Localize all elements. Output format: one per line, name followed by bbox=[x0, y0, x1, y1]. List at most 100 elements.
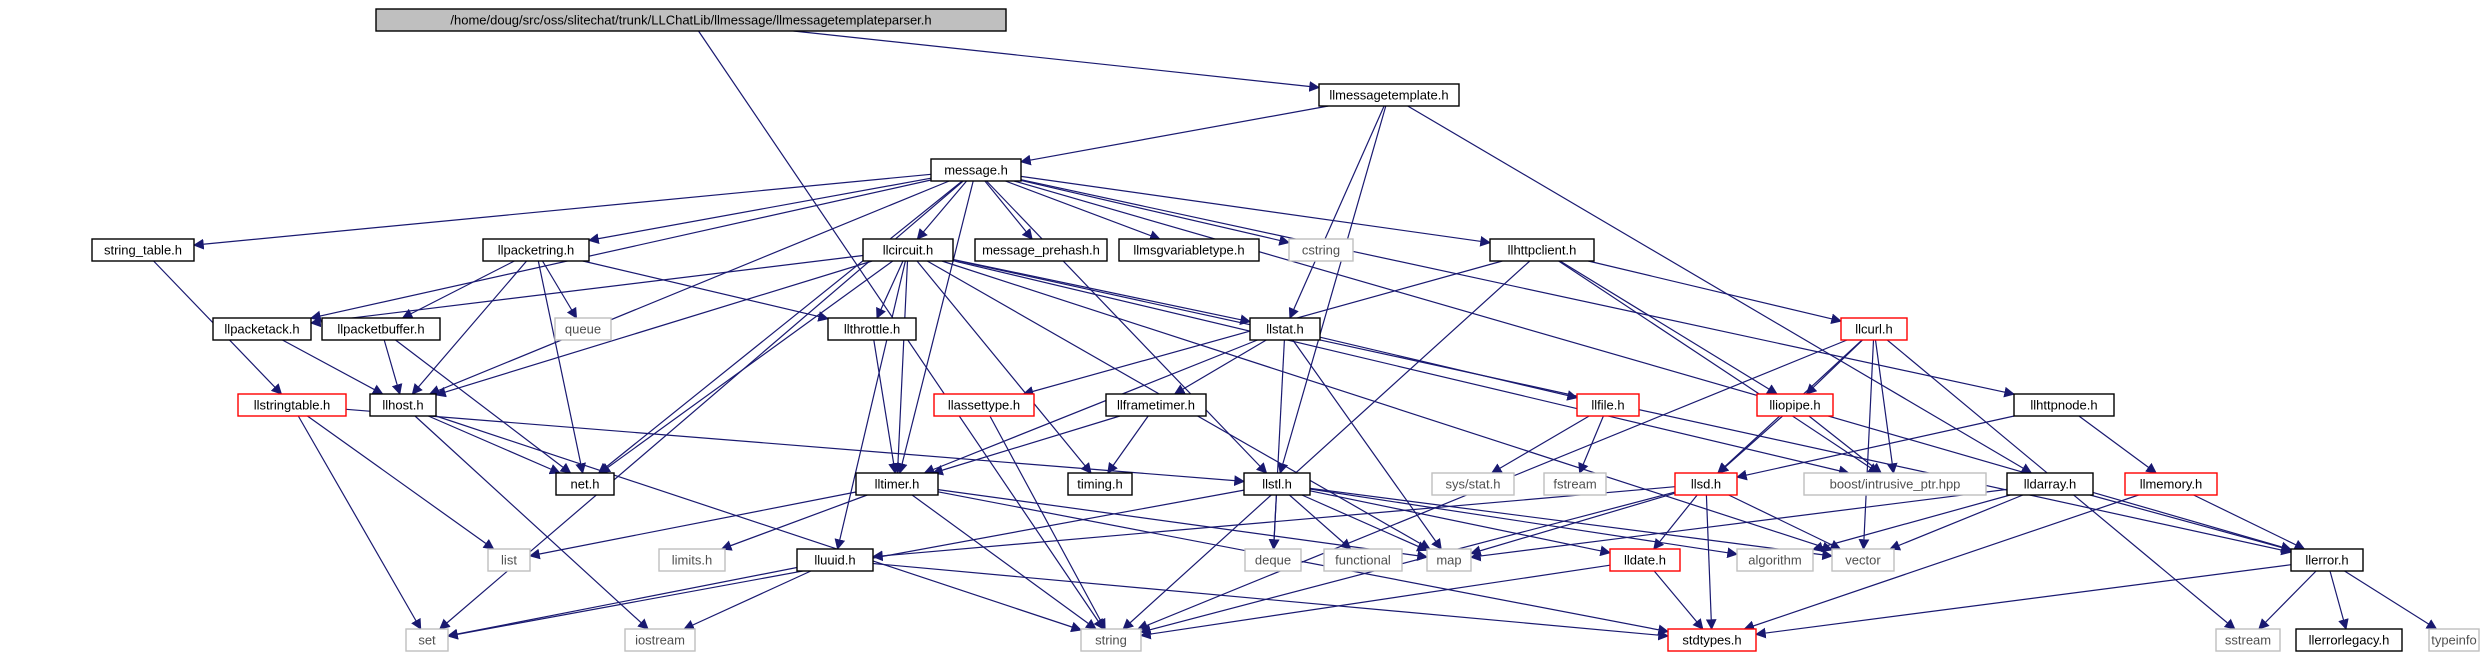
node-map[interactable]: map bbox=[1426, 548, 1472, 572]
node-label-map: map bbox=[1436, 553, 1461, 568]
node-fstream[interactable]: fstream bbox=[1543, 472, 1607, 496]
node-box-llsd bbox=[1674, 472, 1738, 496]
edge-lldarray-to-llerror bbox=[2089, 494, 2293, 553]
edge-llfile-to-sysstat bbox=[1490, 415, 1590, 474]
node-iostream[interactable]: iostream bbox=[624, 628, 696, 652]
node-llstringtable[interactable]: llstringtable.h bbox=[237, 393, 347, 417]
node-stdtypes[interactable]: stdtypes.h bbox=[1667, 628, 1757, 652]
node-label-set: set bbox=[418, 633, 436, 648]
node-root[interactable]: /home/doug/src/oss/slitechat/trunk/LLCha… bbox=[375, 8, 1007, 32]
node-llthrottle[interactable]: llthrottle.h bbox=[827, 317, 917, 341]
node-llframetimer[interactable]: llframetimer.h bbox=[1105, 393, 1207, 417]
node-llfile[interactable]: llfile.h bbox=[1576, 393, 1640, 417]
node-llmessagetemplate[interactable]: llmessagetemplate.h bbox=[1318, 83, 1460, 107]
node-deque[interactable]: deque bbox=[1244, 548, 1302, 572]
node-llhttpnode[interactable]: llhttpnode.h bbox=[2013, 393, 2115, 417]
node-llpacketack[interactable]: llpacketack.h bbox=[212, 317, 312, 341]
node-lliopipe[interactable]: lliopipe.h bbox=[1756, 393, 1834, 417]
edge-llerrorsys-to-map bbox=[937, 489, 1429, 562]
node-algorithm[interactable]: algorithm bbox=[1736, 548, 1814, 572]
node-sstream[interactable]: sstream bbox=[2215, 628, 2281, 652]
node-sysstat[interactable]: sys/stat.h bbox=[1431, 472, 1515, 496]
node-string_table[interactable]: string_table.h bbox=[91, 238, 195, 262]
node-box-message_prehash bbox=[974, 238, 1108, 262]
node-box-llpacketring bbox=[482, 238, 590, 262]
node-llhost[interactable]: llhost.h bbox=[369, 393, 437, 417]
node-box-llerrorsys bbox=[855, 472, 939, 496]
node-set[interactable]: set bbox=[405, 628, 449, 652]
node-timing[interactable]: timing.h bbox=[1067, 472, 1133, 496]
node-label-cstring: cstring bbox=[1302, 243, 1340, 258]
node-label-timing: timing.h bbox=[1077, 477, 1123, 492]
edge-llstringtable-to-list bbox=[307, 415, 495, 550]
node-llcurl[interactable]: llcurl.h bbox=[1840, 317, 1908, 341]
node-box-llstringtable bbox=[237, 393, 347, 417]
node-label-lliopipe: lliopipe.h bbox=[1769, 398, 1820, 413]
node-llstat[interactable]: llstat.h bbox=[1249, 317, 1321, 341]
node-llpacketring[interactable]: llpacketring.h bbox=[482, 238, 590, 262]
edge-llcurl-to-vector bbox=[1858, 339, 1875, 551]
edge-llhost-to-iostream bbox=[414, 415, 649, 630]
node-llerrorsys[interactable]: lltimer.h bbox=[855, 472, 939, 496]
edge-lluuid-to-set bbox=[446, 566, 798, 640]
edge-llcircuit-to-lluuid bbox=[834, 260, 906, 551]
edge-llhost-to-string bbox=[435, 415, 1083, 633]
edge-llerror-to-typeinfo bbox=[2344, 570, 2438, 630]
edge-llcircuit-to-llhost bbox=[434, 260, 873, 398]
node-label-llpacketack: llpacketack.h bbox=[224, 322, 299, 337]
edge-llmessagetemplate-to-llstl bbox=[1277, 105, 1387, 475]
node-box-llpacketbuffer bbox=[321, 317, 441, 341]
edge-llhttpnode-to-llmemory bbox=[2078, 415, 2157, 474]
edge-message-to-llerror bbox=[1013, 180, 2293, 553]
node-llsd[interactable]: llsd.h bbox=[1674, 472, 1738, 496]
node-vector[interactable]: vector bbox=[1831, 548, 1895, 572]
node-label-llpacketring: llpacketring.h bbox=[498, 243, 575, 258]
node-message[interactable]: message.h bbox=[930, 158, 1022, 182]
node-functional[interactable]: functional bbox=[1323, 548, 1403, 572]
node-limits[interactable]: limits.h bbox=[658, 548, 726, 572]
node-box-vector bbox=[1831, 548, 1895, 572]
node-llpacketbuffer[interactable]: llpacketbuffer.h bbox=[321, 317, 441, 341]
node-box-llhttpclient bbox=[1489, 238, 1595, 262]
edge-llcircuit-to-llerrorsys bbox=[892, 260, 909, 475]
node-label-llhost: llhost.h bbox=[382, 398, 423, 413]
edge-llstl-to-map bbox=[1301, 494, 1428, 552]
node-netfile[interactable]: net.h bbox=[555, 472, 615, 496]
edge-llsd-to-lldate bbox=[1653, 494, 1698, 550]
node-lldate[interactable]: lldate.h bbox=[1609, 548, 1681, 572]
node-cstring[interactable]: cstring bbox=[1288, 238, 1354, 262]
edge-llpacketring-to-llhost bbox=[411, 260, 528, 395]
node-llmsgvariabletype[interactable]: llmsgvariabletype.h bbox=[1118, 238, 1260, 262]
node-lldarray[interactable]: lldarray.h bbox=[2006, 472, 2094, 496]
node-box-algorithm bbox=[1736, 548, 1814, 572]
node-llerrorlegacy[interactable]: llerrorlegacy.h bbox=[2295, 628, 2403, 652]
node-box-boost bbox=[1803, 472, 1987, 496]
node-llhttpclient[interactable]: llhttpclient.h bbox=[1489, 238, 1595, 262]
edge-lldarray-to-algorithm bbox=[1811, 494, 2011, 553]
node-lluuid[interactable]: lluuid.h bbox=[796, 548, 874, 572]
node-llmemory[interactable]: llmemory.h bbox=[2124, 472, 2218, 496]
node-llerror[interactable]: llerror.h bbox=[2290, 548, 2364, 572]
node-llassettype[interactable]: llassettype.h bbox=[933, 393, 1035, 417]
node-box-root bbox=[375, 8, 1007, 32]
edge-message-to-llpacketring bbox=[587, 177, 932, 244]
node-queue[interactable]: queue bbox=[554, 317, 612, 341]
node-box-llhost bbox=[369, 393, 437, 417]
node-boost[interactable]: boost/intrusive_ptr.hpp bbox=[1803, 472, 1987, 496]
node-list[interactable]: list bbox=[487, 548, 531, 572]
node-llstl[interactable]: llstl.h bbox=[1243, 472, 1311, 496]
node-llcircuit[interactable]: llcircuit.h bbox=[862, 238, 954, 262]
edge-llstat-to-map bbox=[1292, 339, 1442, 550]
node-label-netfile: net.h bbox=[571, 477, 600, 492]
edge-message-to-llmsgvariabletype bbox=[1005, 180, 1161, 241]
node-string[interactable]: string bbox=[1080, 628, 1142, 652]
edge-llpacketring-to-queue bbox=[541, 260, 578, 319]
edge-llstat-to-llframetimer bbox=[1173, 339, 1267, 395]
edge-llsd-to-map bbox=[1469, 492, 1676, 556]
node-message_prehash[interactable]: message_prehash.h bbox=[974, 238, 1108, 262]
node-box-lluuid bbox=[796, 548, 874, 572]
edge-llmemory-to-stdtypes bbox=[1743, 494, 2139, 631]
node-typeinfo[interactable]: typeinfo bbox=[2428, 628, 2480, 652]
node-box-map bbox=[1426, 548, 1472, 572]
edge-llcircuit-to-llstat bbox=[952, 258, 1252, 325]
